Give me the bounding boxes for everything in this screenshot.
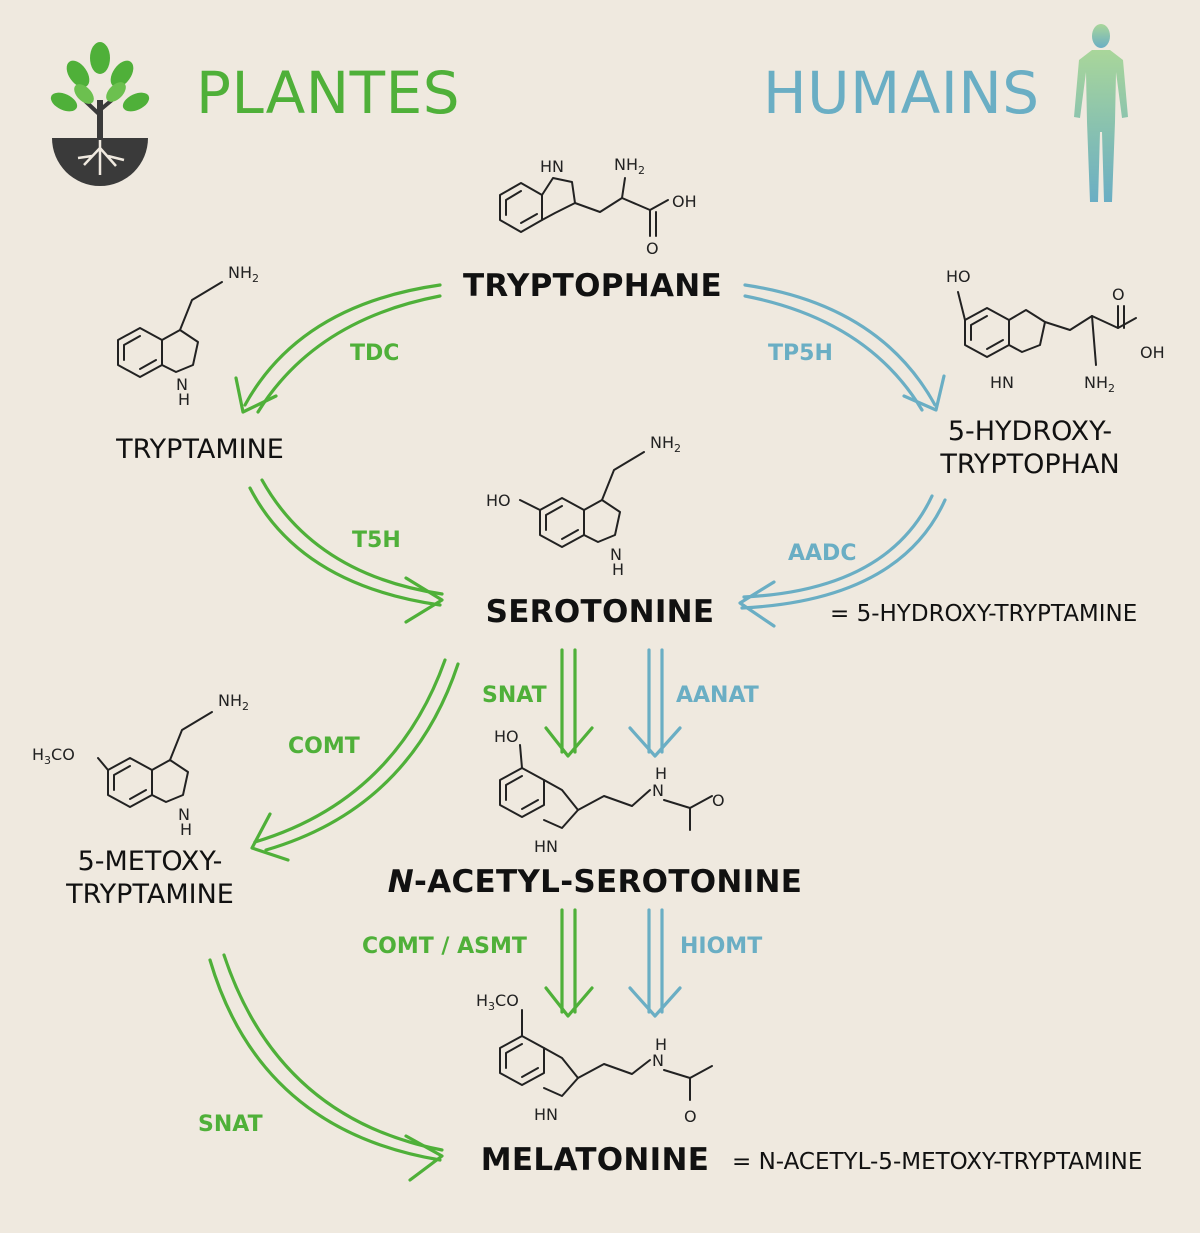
hydroxytryptophan-hn: HN [990, 373, 1014, 392]
enzyme-tp5h: TP5H [768, 341, 833, 366]
hydroxytryptophan-nh2: NH2 [1084, 373, 1115, 395]
tryptamine-nh2: NH2 [228, 263, 259, 285]
tryptophane-structure: HN NH2 OH O [499, 155, 697, 258]
arrow-comt [250, 658, 460, 862]
acetylserotonine-rest: -ACETYL-SEROTONINE [414, 864, 803, 900]
enzyme-aanat: AANAT [676, 683, 759, 708]
tryptamine-label: TRYPTAMINE [116, 434, 284, 465]
hydroxytryptophan-structure: HO O OH NH2 HN [946, 267, 1165, 395]
hydroxytryptophan-label: 5-HYDROXY- TRYPTOPHAN [920, 416, 1140, 482]
acetylserotonine-n-prefix: N [387, 864, 414, 900]
acetylserotonine-n: N [652, 781, 664, 800]
enzyme-comt-asmt: COMT / ASMT [362, 934, 527, 959]
arrow-aadc [738, 494, 947, 628]
tryptophane-label: TRYPTOPHANE [462, 268, 723, 304]
serotonine-equivalence: = 5-HYDROXY-TRYPTAMINE [830, 601, 1138, 627]
hydroxytryptophan-ho: HO [946, 267, 971, 286]
metoxytryptamine-line2: TRYPTAMINE [66, 878, 234, 910]
tryptophane-nh2: NH2 [614, 155, 645, 177]
acetylserotonine-label: N-ACETYL-SEROTONINE [370, 864, 820, 900]
enzyme-hiomt: HIOMT [680, 934, 763, 959]
acetylserotonine-structure: HO N H O HN [494, 727, 725, 856]
arrow-hiomt [628, 908, 682, 1018]
melatonine-h3co: H3CO [476, 991, 519, 1013]
arrow-comt-asmt [544, 908, 594, 1018]
serotonine-label: SEROTONINE [485, 594, 715, 630]
metoxytryptamine-structure: H3CO NH2 N H [32, 691, 249, 839]
serotonine-structure: HO NH2 N H [486, 433, 681, 579]
serotonine-nh2: NH2 [650, 433, 681, 455]
enzyme-snat-left: SNAT [198, 1112, 263, 1137]
enzyme-comt: COMT [288, 734, 360, 759]
arrow-t5h [248, 478, 444, 624]
melatonine-n: N [652, 1051, 664, 1070]
melatonine-structure: H3CO N H O HN [476, 991, 713, 1126]
serotonine-n: N [610, 545, 622, 564]
hydroxytryptophan-o: O [1112, 285, 1125, 304]
metoxytryptamine-h3co: H3CO [32, 745, 75, 767]
serotonine-ho: HO [486, 491, 511, 510]
plants-title: PLANTES [196, 59, 461, 127]
serotonine-h: H [612, 560, 624, 579]
melatonine-hn: HN [534, 1105, 558, 1124]
metoxytryptamine-h: H [180, 820, 192, 839]
acetylserotonine-o: O [712, 791, 725, 810]
enzyme-t5h: T5H [352, 528, 401, 553]
arrow-aanat [628, 648, 682, 758]
acetylserotonine-hn: HN [534, 837, 558, 856]
melatonine-equivalence: = N-ACETYL-5-METOXY-TRYPTAMINE [732, 1149, 1143, 1175]
hydroxytryptophan-line2: TRYPTOPHAN [940, 448, 1120, 480]
arrow-tp5h [743, 283, 946, 412]
tryptophane-o: O [646, 239, 659, 258]
enzyme-aadc: AADC [788, 541, 857, 566]
enzyme-tdc: TDC [350, 341, 400, 366]
arrow-snat-center [544, 648, 594, 758]
tryptophane-oh: OH [672, 192, 697, 211]
humans-title: HUMAINS [763, 59, 1040, 127]
arrow-snat-left [208, 953, 444, 1182]
metoxytryptamine-label: 5-METOXY- TRYPTAMINE [40, 846, 260, 912]
tree-icon [48, 40, 152, 190]
tryptamine-h: H [178, 390, 190, 409]
tryptamine-n: N [176, 375, 188, 394]
tryptamine-structure: NH2 N H [117, 263, 259, 409]
acetylserotonine-h: H [655, 764, 667, 783]
metoxytryptamine-line1: 5-METOXY- [77, 846, 223, 877]
human-figure-icon [1068, 22, 1134, 208]
metoxytryptamine-n: N [178, 805, 190, 824]
acetylserotonine-ho: HO [494, 727, 519, 746]
melatonine-label: MELATONINE [480, 1142, 710, 1178]
melatonine-h: H [655, 1035, 667, 1054]
melatonine-o: O [684, 1107, 697, 1126]
hydroxytryptophan-line1: 5-HYDROXY- [947, 416, 1113, 447]
arrow-tdc [234, 283, 442, 414]
enzyme-snat-center: SNAT [482, 683, 547, 708]
hydroxytryptophan-oh: OH [1140, 343, 1165, 362]
metoxytryptamine-nh2: NH2 [218, 691, 249, 713]
tryptophane-hn: HN [540, 157, 564, 176]
